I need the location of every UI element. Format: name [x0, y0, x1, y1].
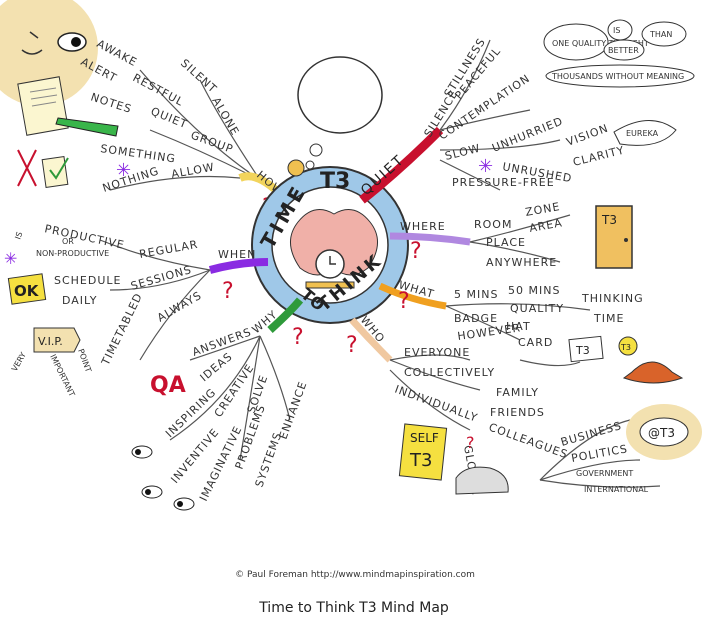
- who-branch: WHO EVERYONE COLLECTIVELY INDIVIDUALLY F…: [346, 314, 702, 496]
- word-international: INTERNATIONAL: [584, 485, 649, 494]
- quote-thousands: THOUSANDS WITHOUT MEANING: [551, 72, 684, 81]
- word-something: SOMETHING: [100, 142, 177, 165]
- word-point: POINT: [76, 348, 93, 374]
- word-individually: INDIVIDUALLY: [393, 383, 480, 425]
- word-quiet: QUIET: [149, 105, 190, 132]
- hat-icon: [622, 361, 684, 384]
- word-eureka: EUREKA: [626, 129, 659, 138]
- word-notes: NOTES: [89, 90, 133, 116]
- notepad-pen-illustration: [17, 76, 119, 137]
- word-friends: FRIENDS: [490, 406, 545, 419]
- word-family: FAMILY: [496, 386, 539, 399]
- word-clarity: CLARITY: [572, 143, 626, 168]
- word-room: ROOM: [474, 218, 512, 231]
- branch-where: WHERE: [400, 220, 446, 233]
- question-mark-icon-5: ?: [466, 433, 475, 452]
- branch-when: WHEN: [218, 248, 256, 261]
- question-mark-icon-4: ?: [346, 333, 358, 358]
- card-t3-label: T3: [575, 344, 590, 357]
- badge-t3-label: T3: [620, 343, 631, 352]
- at-t3-label: @T3: [648, 426, 675, 440]
- quote-than: THAN: [649, 30, 672, 39]
- word-5-mins: 5 MINS: [454, 288, 498, 301]
- word-schedule: SCHEDULE: [54, 274, 122, 287]
- ok-label: OK: [14, 282, 40, 300]
- quote-one-quality: ONE QUALITY THOUGHT: [552, 39, 649, 48]
- word-quality: QUALITY: [510, 302, 564, 315]
- word-card: CARD: [518, 336, 553, 349]
- word-very: VERY: [10, 351, 28, 373]
- word-important: IMPORTANT: [48, 353, 76, 398]
- word-vision: VISION: [565, 122, 611, 149]
- quote-bubbles: ONE QUALITY THOUGHT IS BETTER THAN THOUS…: [543, 19, 695, 88]
- word-always: ALWAYS: [155, 289, 204, 325]
- self-t3-label: T3: [409, 450, 432, 471]
- word-slow: SLOW: [444, 142, 482, 163]
- question-mark-icon-3: ?: [398, 289, 410, 314]
- word-sessions: SESSIONS: [129, 263, 193, 293]
- when-branch: WHEN ? IS PRODUCTIVE OR NON-PRODUCTIVE R…: [4, 222, 269, 398]
- word-silent: SILENT: [178, 57, 220, 96]
- word-restful: RESTFUL: [131, 71, 186, 109]
- thought-bubble-illustration: [297, 56, 383, 170]
- word-government: GOVERNMENT: [576, 469, 633, 478]
- image-caption: Time to Think T3 Mind Map: [259, 600, 449, 616]
- word-or: OR: [62, 237, 74, 246]
- central-image: T3 TIME TO THINK: [251, 159, 409, 324]
- word-pressure-free: PRESSURE-FREE: [452, 176, 555, 189]
- word-unhurried: UNHURRIED: [490, 114, 565, 154]
- quote-is: IS: [613, 26, 620, 35]
- qa-label: QA: [150, 373, 186, 398]
- word-is: IS: [13, 231, 24, 241]
- word-time: TIME: [593, 312, 624, 325]
- word-hat: HAT: [506, 320, 531, 333]
- word-colleagues: COLLEAGUES: [487, 421, 570, 462]
- question-mark-icon-2: ?: [410, 239, 422, 264]
- cross-and-check-icon: [17, 149, 69, 188]
- computer-icon: [455, 466, 509, 495]
- word-daily: DAILY: [62, 294, 97, 307]
- sparkle-icon-2: ✳: [478, 156, 493, 177]
- sparkle-icon-3: ✳: [4, 249, 17, 268]
- sun-face-illustration: [0, 0, 98, 106]
- word-regular: REGULAR: [138, 238, 199, 261]
- word-alone: ALONE: [209, 95, 241, 138]
- word-collectively: COLLECTIVELY: [404, 366, 495, 379]
- word-50-mins: 50 MINS: [508, 284, 560, 297]
- sparkle-icon: ✳: [116, 160, 131, 181]
- self-label: SELF: [410, 431, 439, 445]
- word-thinking: THINKING: [581, 292, 644, 305]
- quote-better: BETTER: [608, 46, 639, 55]
- word-anywhere: ANYWHERE: [486, 256, 557, 269]
- word-enhance: ENHANCE: [277, 379, 310, 441]
- word-badge: BADGE: [454, 312, 498, 325]
- door-t3-label: T3: [601, 213, 617, 227]
- where-branch: WHERE ROOM ZONE AREA PLACE ANYWHERE ? T3: [389, 200, 633, 269]
- center-t3: T3: [320, 169, 350, 194]
- word-systems: SYSTEMS: [253, 430, 285, 489]
- vip-tag: [33, 327, 81, 353]
- word-productive: PRODUCTIVE: [43, 222, 125, 252]
- word-everyone: EVERYONE: [404, 346, 470, 359]
- word-zone: ZONE: [524, 200, 561, 219]
- credit-line: © Paul Foreman http://www.mindmapinspira…: [235, 570, 475, 580]
- question-mark-icon-6: ?: [292, 325, 304, 350]
- word-allow: ALLOW: [170, 161, 216, 181]
- eye-icons: [131, 445, 195, 511]
- question-mark-icon-7: ?: [222, 279, 234, 304]
- vip-label: V.I.P.: [38, 335, 63, 348]
- word-place: PLACE: [486, 236, 526, 249]
- word-non-productive: NON-PRODUCTIVE: [36, 249, 109, 258]
- word-timetabled: TIMETABLED: [99, 291, 146, 369]
- word-area: AREA: [528, 216, 563, 235]
